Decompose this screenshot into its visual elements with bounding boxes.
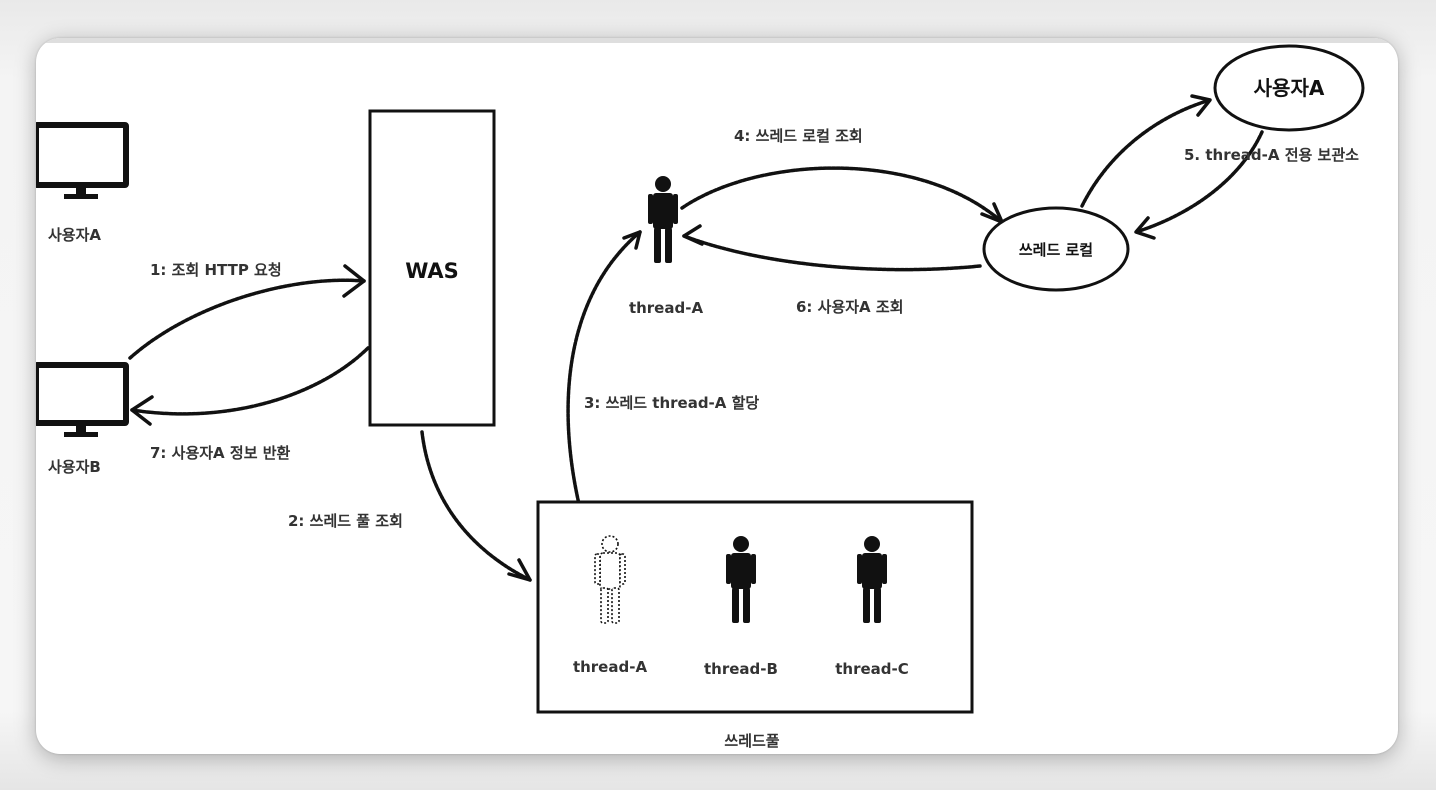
user-a-label: 사용자A: [48, 226, 101, 244]
diagram-canvas: 사용자A 사용자B WAS: [36, 44, 1365, 750]
arrow-step6: [682, 234, 982, 272]
arrow-step5-down: [1134, 130, 1264, 234]
pool-thread-label-b: thread-B: [704, 660, 778, 678]
step2-label: 2: 쓰레드 풀 조회: [288, 512, 403, 530]
arrow-step7-head: [130, 395, 154, 426]
was-label: WAS: [405, 259, 459, 283]
step7-label: 7: 사용자A 정보 반환: [150, 444, 291, 462]
step4-label: 4: 쓰레드 로컬 조회: [734, 127, 863, 145]
arrow-step5-down-head: [1134, 216, 1156, 240]
arrow-step4: [680, 166, 1004, 224]
thread-local-ellipse: [982, 206, 1130, 292]
was-box: [368, 109, 496, 427]
pool-thread-label-a: thread-A: [573, 658, 648, 676]
arrow-step2-head: [507, 558, 532, 582]
arrow-step3: [566, 230, 642, 530]
thread-local-label: 쓰레드 로컬: [1019, 241, 1093, 259]
active-thread-label: thread-A: [629, 299, 704, 317]
diagram-card: 사용자A 사용자B WAS: [36, 38, 1398, 754]
pool-thread-label-c: thread-C: [835, 660, 909, 678]
arrow-step6-head: [682, 224, 704, 246]
user-b-monitor-icon: [36, 362, 129, 437]
arrow-step5-up: [1080, 98, 1212, 208]
user-a-monitor-icon: [36, 122, 129, 199]
step3-label: 3: 쓰레드 thread-A 할당: [584, 394, 759, 412]
step6-label: 6: 사용자A 조회: [796, 298, 904, 316]
user-b-label: 사용자B: [48, 458, 101, 476]
thread-pool-title: 쓰레드풀: [724, 732, 779, 750]
step1-label: 1: 조회 HTTP 요청: [150, 261, 282, 279]
storage-user-label: 사용자A: [1254, 76, 1325, 100]
active-thread-person-icon: [648, 176, 678, 263]
arrow-step7: [130, 346, 370, 416]
card-top-border: [36, 38, 1398, 43]
arrow-step5-up-head: [1190, 94, 1212, 117]
storage-user-ellipse: [1213, 44, 1365, 132]
step5-label: 5. thread-A 전용 보관소: [1184, 146, 1359, 164]
arrow-step3-head: [622, 230, 642, 250]
arrow-step1-head: [342, 264, 366, 298]
arrow-step1: [128, 278, 366, 360]
arrow-step2: [420, 430, 532, 582]
